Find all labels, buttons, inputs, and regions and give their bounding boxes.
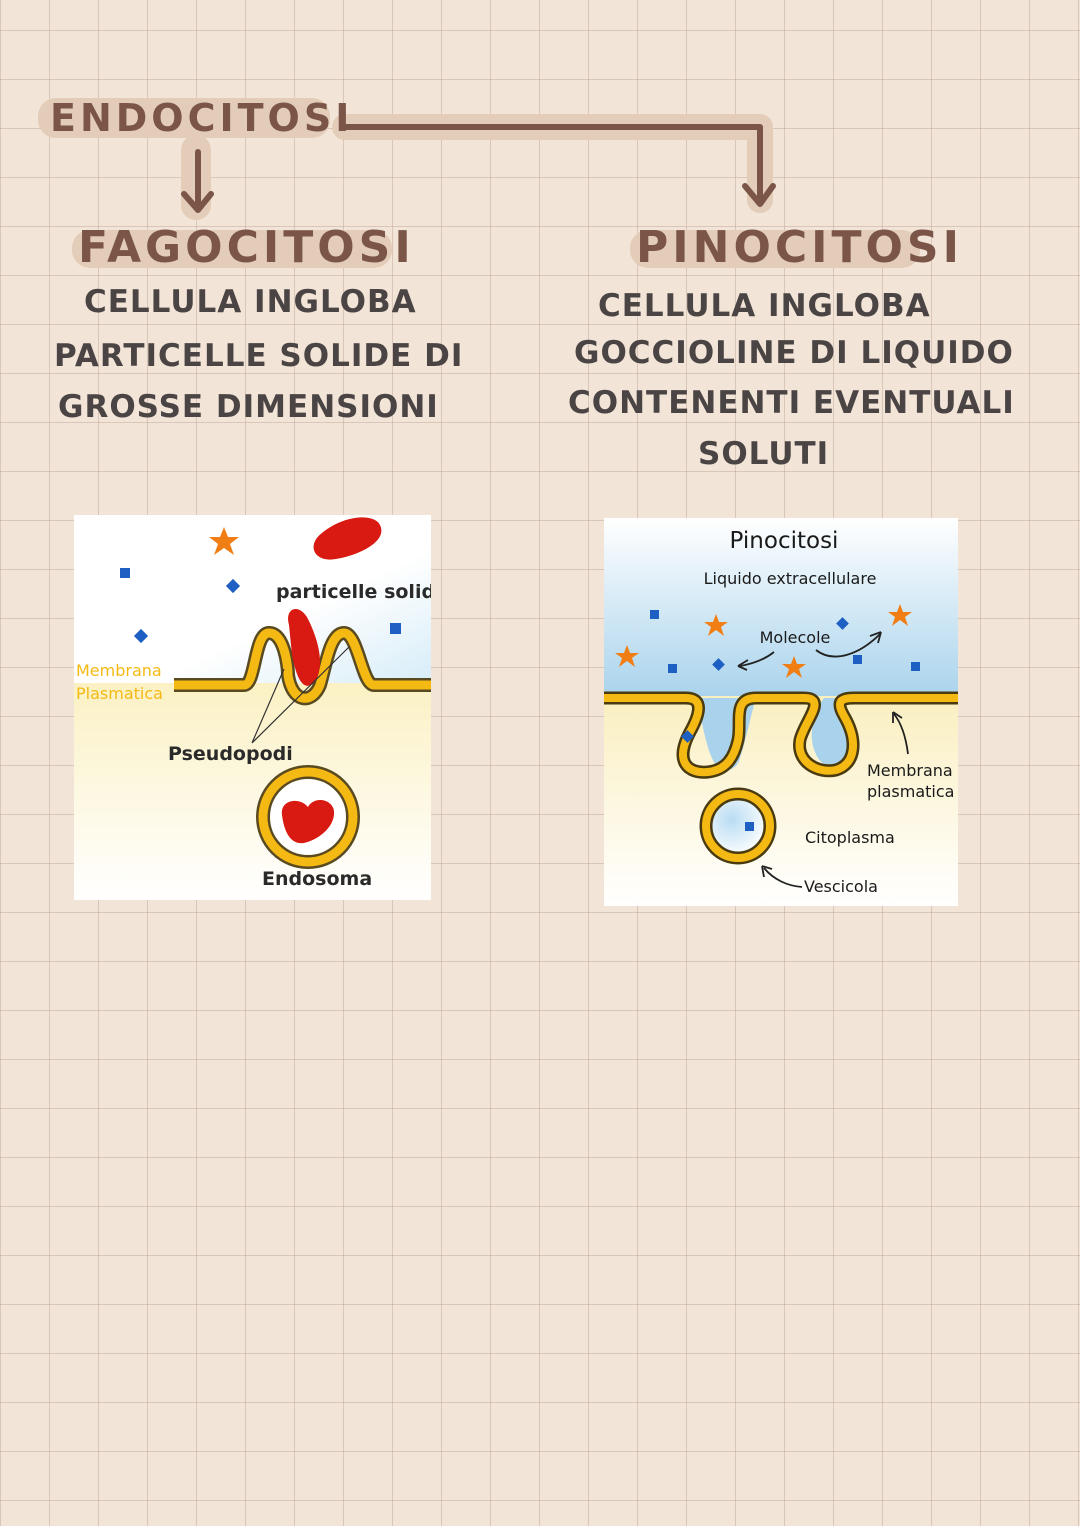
fag-diamond-1 (225, 578, 241, 594)
fag-particle-top (313, 517, 382, 560)
fag-label-particles: particelle solide (276, 581, 431, 603)
pinocitosi-line-2: GOCCIOLINE DI LIQUIDO (574, 335, 1014, 371)
pin-label-cytoplasm: Citoplasma (805, 828, 895, 847)
arrow-left-head (181, 191, 214, 213)
title-fagocitosi: FAGOCITOSI (78, 222, 415, 273)
highlight-fagocitosi (72, 230, 392, 268)
pinocitosi-diagram: Pinocitosi Liquido extracellulare Moleco… (604, 518, 958, 906)
pin-square-1 (650, 610, 659, 619)
fagocitosi-diagram: particelle solide Membrana Plasmatica Ps… (74, 515, 431, 900)
fag-square-2 (390, 623, 401, 634)
fag-particle-engulfed (288, 608, 321, 686)
pin-label-extracellular: Liquido extracellulare (704, 569, 877, 588)
fag-square-1 (120, 568, 130, 578)
highlight-endocitosi (38, 98, 330, 138)
pin-star-3 (615, 645, 639, 667)
fag-particle-endosome (281, 800, 335, 844)
arrows-diagram (181, 114, 776, 220)
pin-arrow-molecules-right (815, 633, 881, 658)
fag-label-membrane-1: Membrana (76, 661, 162, 680)
pin-star-1 (704, 614, 728, 636)
pin-arrow-vesicle (763, 867, 803, 888)
arrow-right-line (342, 124, 763, 199)
pinocitosi-diagram-svg: Pinocitosi Liquido extracellulare Moleco… (604, 518, 958, 906)
fagocitosi-line-1: CELLULA INGLOBA (84, 284, 417, 320)
fag-label-membrane-2: Plasmatica (76, 684, 163, 703)
pinocitosi-line-3: CONTENENTI EVENTUALI (568, 385, 1015, 421)
arrow-right-head (742, 183, 776, 207)
fagocitosi-line-3: GROSSE DIMENSIONI (58, 389, 439, 425)
title-pinocitosi: PINOCITOSI (636, 222, 963, 273)
fagocitosi-diagram-svg: particelle solide Membrana Plasmatica Ps… (74, 515, 431, 900)
pin-square-2 (668, 664, 677, 673)
fag-star-icon (209, 527, 239, 555)
pin-star-2 (888, 604, 912, 626)
pin-label-membrane-1: Membrana (867, 761, 953, 780)
pinocitosi-line-4: SOLUTI (698, 436, 830, 472)
pin-square-4 (911, 662, 920, 671)
pin-label-title: Pinocitosi (730, 528, 839, 554)
title-endocitosi: ENDOCITOSI (50, 96, 354, 140)
pin-arrow-membrane (893, 713, 909, 755)
pinocitosi-line-1: CELLULA INGLOBA (598, 288, 931, 324)
highlight-pinocitosi (630, 230, 920, 268)
fag-label-pseudopods: Pseudopodi (168, 743, 293, 765)
fag-pseudopod-lines (251, 646, 350, 744)
pin-label-vesicle: Vescicola (804, 877, 878, 896)
pin-label-molecules: Molecole (760, 628, 831, 647)
fag-label-endosome: Endosoma (262, 868, 372, 890)
pin-label-membrane-2: plasmatica (867, 782, 954, 801)
pin-star-4 (782, 656, 806, 678)
fag-diamond-2 (133, 628, 149, 644)
pin-arrow-molecules-left (739, 651, 775, 667)
arrow-highlight-right (332, 114, 773, 213)
pin-square-3 (853, 655, 862, 664)
fagocitosi-line-2: PARTICELLE SOLIDE DI (54, 338, 464, 374)
